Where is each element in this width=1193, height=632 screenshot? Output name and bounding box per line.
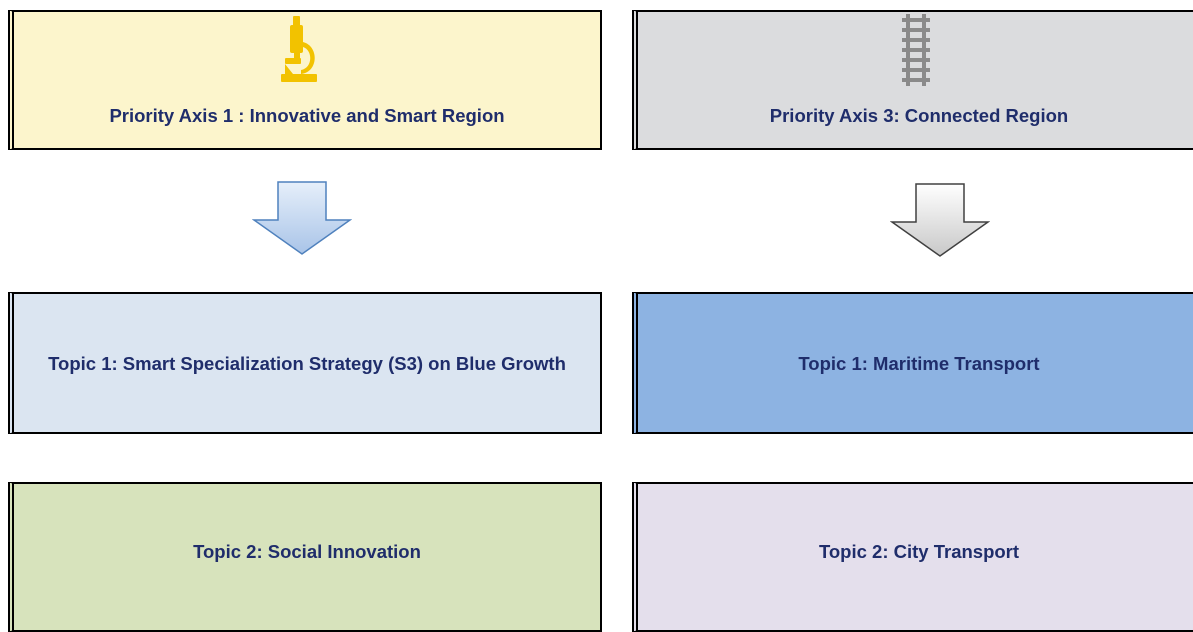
axis-3-topic-1-box: Topic 1: Maritime Transport bbox=[632, 292, 1193, 434]
axis-3-topic-2-box: Topic 2: City Transport bbox=[632, 482, 1193, 632]
priority-axis-1-box: Priority Axis 1 : Innovative and Smart R… bbox=[8, 10, 602, 150]
priority-axis-3-label: Priority Axis 3: Connected Region bbox=[769, 104, 1069, 126]
axis-3-topic-2-label: Topic 2: City Transport bbox=[818, 540, 1020, 562]
microscope-icon bbox=[279, 14, 319, 86]
priority-axis-1-label: Priority Axis 1 : Innovative and Smart R… bbox=[109, 104, 505, 126]
railway-track-icon bbox=[898, 14, 934, 86]
down-arrow-left bbox=[251, 180, 353, 256]
axis-1-topic-2-label: Topic 2: Social Innovation bbox=[193, 540, 421, 562]
axis-3-topic-1-label: Topic 1: Maritime Transport bbox=[798, 352, 1040, 374]
axis-1-topic-2-box: Topic 2: Social Innovation bbox=[8, 482, 602, 632]
axis-1-topic-1-box: Topic 1: Smart Specialization Strategy (… bbox=[8, 292, 602, 434]
down-arrow-right bbox=[889, 182, 991, 258]
axis-1-topic-1-label: Topic 1: Smart Specialization Strategy (… bbox=[48, 352, 566, 374]
